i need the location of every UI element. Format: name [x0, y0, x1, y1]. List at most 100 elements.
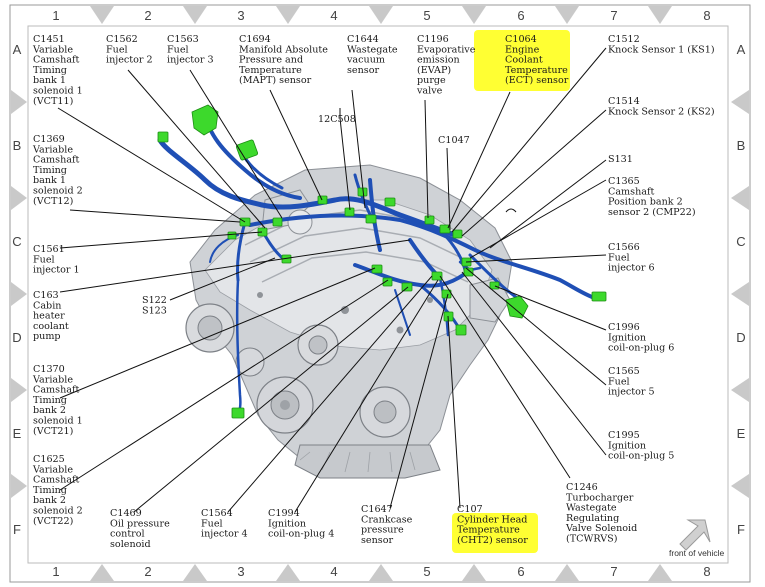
- callout-line: Oil pressure: [110, 518, 170, 529]
- callout-line: control: [110, 529, 145, 540]
- callout-line: Camshaft: [608, 186, 655, 197]
- callout-line: C1565: [608, 366, 640, 377]
- callout-line: bank 2: [33, 405, 66, 416]
- grid-marker: [11, 378, 27, 402]
- callout-line: Variable: [32, 374, 73, 385]
- grid-marker: [648, 564, 672, 581]
- callout-line: C107: [457, 504, 483, 515]
- grid-marker: [462, 564, 486, 581]
- grid-column-label: 5: [423, 564, 430, 579]
- callout-line: C1369: [33, 134, 65, 145]
- diagram-frame: [9, 4, 751, 583]
- callout-line: Knock Sensor 2 (KS2): [608, 106, 715, 117]
- callout-line: Manifold Absolute: [239, 44, 328, 55]
- callout-line: heater: [33, 311, 65, 322]
- grid-marker: [183, 564, 207, 581]
- callout-line: Temperature: [505, 65, 568, 76]
- grid-marker: [731, 474, 749, 498]
- callout-line: Ignition: [268, 518, 306, 529]
- callout-line: C1370: [33, 364, 65, 375]
- callout-line: C1562: [106, 34, 138, 45]
- callout-line: C1694: [239, 34, 271, 45]
- callout-line: injector 3: [167, 55, 214, 66]
- callout-line: 12C508: [318, 114, 356, 125]
- callout-line: Regulating: [566, 513, 619, 524]
- callout-line: S123: [142, 305, 167, 316]
- callout-line: C1644: [347, 34, 379, 45]
- callout-line: C1625: [33, 454, 65, 465]
- grid-row-label: F: [13, 522, 21, 537]
- callout-line: Timing: [33, 65, 67, 76]
- callout-line: injector 6: [608, 263, 655, 274]
- callout-line: solenoid 1: [33, 416, 83, 427]
- callout-line: (VCT22): [33, 516, 73, 527]
- callout-line: solenoid 1: [33, 86, 83, 97]
- callout-line: Camshaft: [33, 55, 80, 66]
- callout-line: injector 1: [33, 265, 80, 276]
- grid-marker: [731, 90, 749, 114]
- callout-line: Fuel: [33, 254, 55, 265]
- callout-line: Ignition: [608, 440, 646, 451]
- grid-marker: [11, 90, 27, 114]
- grid-column-label: 3: [237, 8, 244, 23]
- grid-marker: [90, 564, 114, 581]
- grid-column-label: 8: [703, 564, 710, 579]
- callout-line: C1451: [33, 34, 65, 45]
- callout-line: Turbocharger: [566, 492, 634, 503]
- callout-line: C1564: [201, 508, 233, 519]
- callout-line: Temperature: [457, 525, 520, 536]
- callout-line: C1561: [33, 244, 65, 255]
- grid-marker: [276, 564, 300, 581]
- grid-marker: [731, 378, 749, 402]
- grid-column-label: 4: [330, 8, 337, 23]
- callout-line: S131: [608, 154, 633, 165]
- callout-line: Fuel: [608, 376, 630, 387]
- callout-line: (VCT12): [33, 196, 73, 207]
- grid-border-markers: [11, 6, 749, 581]
- callout-line: Coolant: [505, 55, 543, 66]
- callout-line: (VCT11): [33, 96, 73, 107]
- callout-line: sensor: [347, 65, 379, 76]
- grid-marker: [555, 6, 579, 24]
- grid-column-label: 2: [144, 8, 151, 23]
- callout-line: C1514: [608, 96, 640, 107]
- grid-column-label: 6: [517, 8, 524, 23]
- callout-line: C1995: [608, 430, 640, 441]
- callout-line: Wastegate: [347, 44, 398, 55]
- callout-line: solenoid 2: [33, 506, 83, 517]
- callout-line: solenoid: [110, 539, 151, 550]
- grid-marker: [11, 186, 27, 210]
- callout-line: Timing: [33, 165, 67, 176]
- grid-marker: [731, 186, 749, 210]
- grid-marker: [11, 282, 27, 306]
- callout-line: (MAPT) sensor: [239, 75, 312, 86]
- callout-line: C1994: [268, 508, 300, 519]
- callout-line: (ECT) sensor: [505, 75, 569, 86]
- grid-column-label: 8: [703, 8, 710, 23]
- callout-line: Fuel: [167, 44, 189, 55]
- callout-line: Timing: [33, 395, 67, 406]
- front-arrow-icon: [679, 519, 711, 551]
- callout-line: coil-on-plug 5: [608, 451, 674, 462]
- grid-marker: [731, 282, 749, 306]
- leader-lines: [57, 47, 607, 513]
- callout-line: C1365: [608, 176, 640, 187]
- grid-row-label: E: [13, 426, 22, 441]
- grid-column-label: 4: [330, 564, 337, 579]
- callout-line: Knock Sensor 1 (KS1): [608, 44, 715, 55]
- grid-marker: [462, 6, 486, 24]
- grid-column-label: 7: [610, 8, 617, 23]
